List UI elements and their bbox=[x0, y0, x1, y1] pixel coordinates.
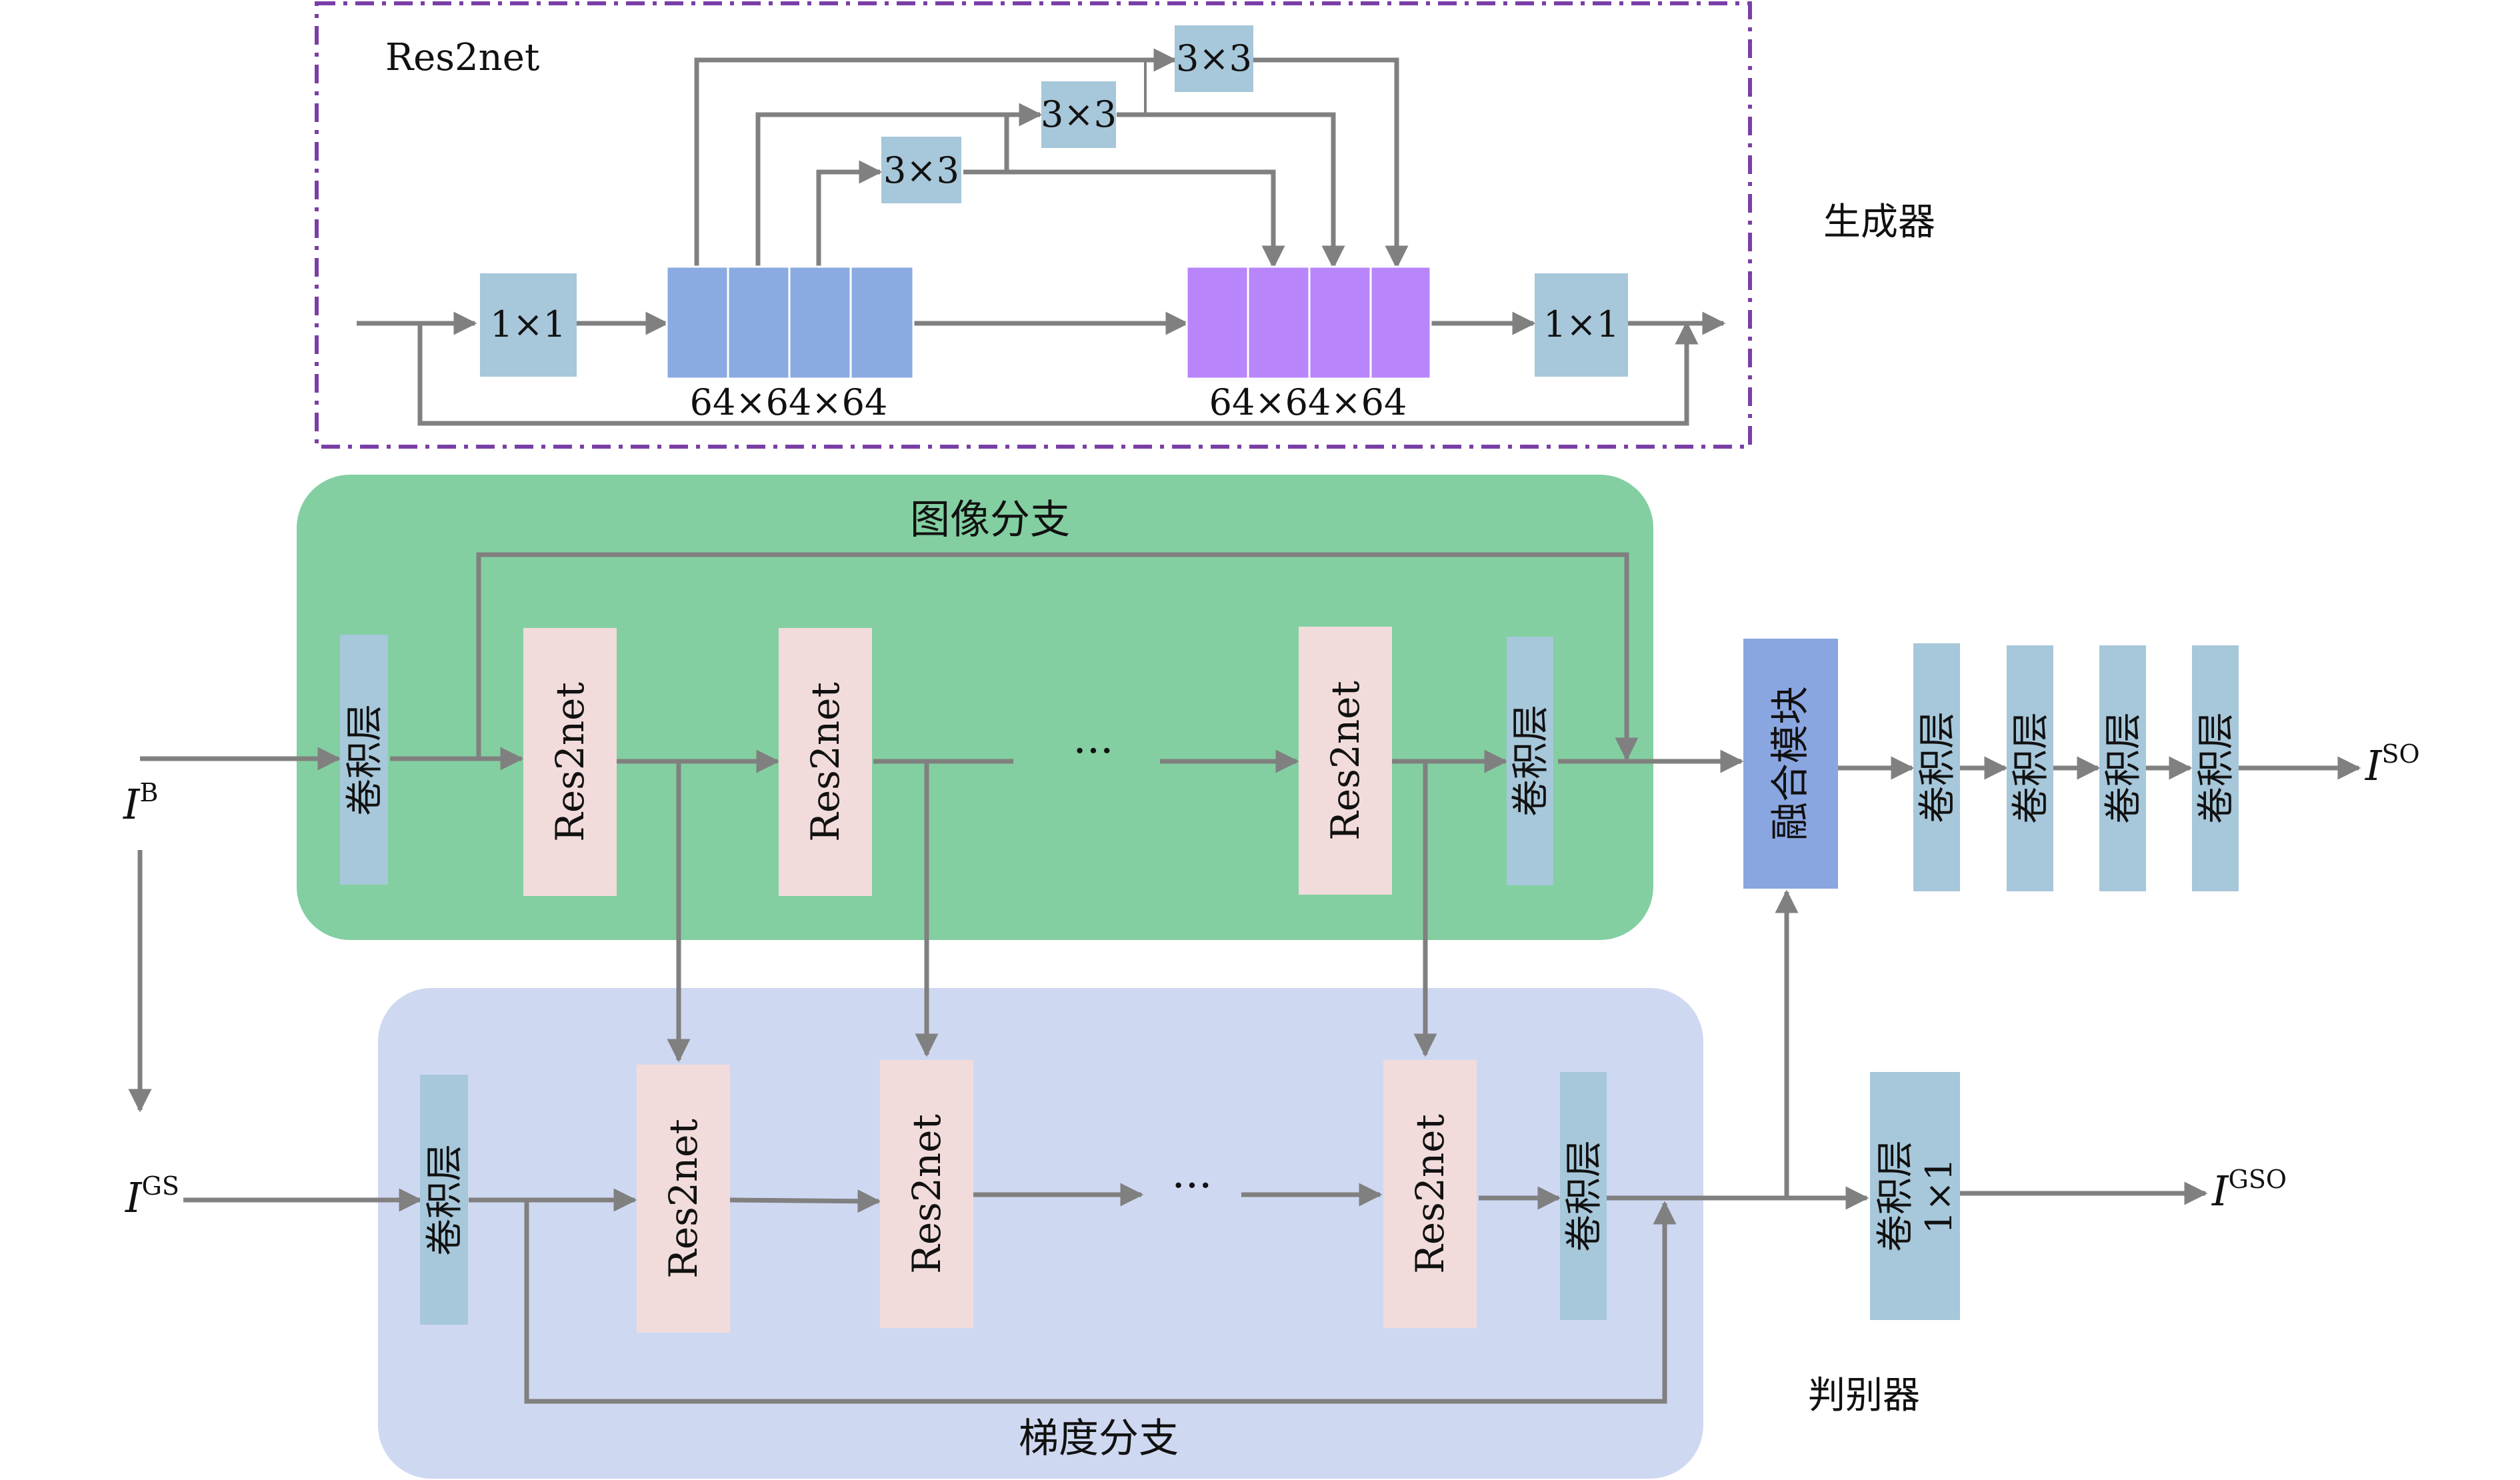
gradient-branch-ellipsis: ··· bbox=[1171, 1161, 1212, 1211]
res2net-conv-1x1-in: 1×1 bbox=[480, 273, 577, 377]
output-conv-4: 卷积层 bbox=[2192, 645, 2239, 891]
conv-1x1-out-label: 1×1 bbox=[1543, 303, 1619, 345]
res2net-conv-1x1-out: 1×1 bbox=[1535, 273, 1628, 377]
image-conv-in-label: 卷积层 bbox=[343, 704, 387, 816]
generator-label: 生成器 bbox=[1823, 201, 1935, 244]
output-conv-stack: 卷积层 卷积层 卷积层 卷积层 bbox=[1913, 643, 2239, 891]
discriminator-conv-size: 1×1 bbox=[1918, 1158, 1960, 1234]
gradient-conv-out-label: 卷积层 bbox=[1563, 1140, 1606, 1252]
conv-3x3-label-2: 3×3 bbox=[1041, 93, 1117, 135]
split-dims-label: 64×64×64 bbox=[690, 381, 888, 423]
image-conv-out-label: 卷积层 bbox=[1509, 705, 1553, 817]
res2net-conv-3x3-mid: 3×3 bbox=[1041, 81, 1117, 148]
gradient-res2net-1: Res2net bbox=[637, 1065, 730, 1333]
conv-3x3-label-3: 3×3 bbox=[1176, 37, 1252, 79]
input-gradient-label: IGS bbox=[125, 1171, 179, 1222]
image-res2net-2-label: Res2net bbox=[803, 682, 848, 842]
output-conv-2: 卷积层 bbox=[2007, 645, 2053, 891]
image-res2net-1-label: Res2net bbox=[547, 682, 593, 842]
res2net-panel-border bbox=[315, 1, 1752, 449]
merge-dims-label: 64×64×64 bbox=[1209, 381, 1407, 423]
gradient-branch-title: 梯度分支 bbox=[1019, 1415, 1179, 1462]
res2net-split-block: 64×64×64 bbox=[665, 265, 915, 423]
image-res2net-2: Res2net bbox=[779, 628, 872, 896]
gradient-res2net-1-label: Res2net bbox=[661, 1119, 706, 1279]
output-conv-3: 卷积层 bbox=[2099, 645, 2146, 891]
image-conv-out: 卷积层 bbox=[1507, 637, 1553, 885]
main-connections bbox=[128, 552, 2361, 1404]
res2net-conv-3x3-top: 3×3 bbox=[1175, 25, 1253, 92]
discriminator-conv-label: 卷积层 bbox=[1874, 1140, 1917, 1252]
output-gradient-label: IGSO bbox=[2211, 1165, 2287, 1215]
output-conv-1-label: 卷积层 bbox=[1916, 711, 1959, 823]
image-branch-ellipsis: ··· bbox=[1073, 727, 1113, 776]
gradient-branch-panel bbox=[378, 988, 1703, 1479]
image-res2net-1: Res2net bbox=[523, 628, 617, 896]
res2net-conv-3x3-small: 3×3 bbox=[881, 137, 961, 203]
conv-3x3-label-1: 3×3 bbox=[883, 149, 959, 191]
discriminator-conv-1x1: 卷积层 1×1 bbox=[1870, 1072, 1960, 1320]
input-image-label: IB bbox=[123, 778, 158, 829]
output-conv-2-label: 卷积层 bbox=[2009, 712, 2053, 824]
image-res2net-n-label: Res2net bbox=[1323, 681, 1368, 841]
image-branch-panel bbox=[297, 475, 1653, 940]
gradient-res2net-n-label: Res2net bbox=[1407, 1114, 1453, 1274]
output-image-label: ISO bbox=[2365, 739, 2420, 790]
gradient-conv-out: 卷积层 bbox=[1560, 1072, 1607, 1320]
fusion-module: 融合模块 bbox=[1743, 639, 1838, 889]
output-conv-4-label: 卷积层 bbox=[2195, 712, 2238, 824]
res2net-merge-block: 64×64×64 bbox=[1185, 265, 1432, 423]
gradient-conv-in: 卷积层 bbox=[420, 1075, 468, 1325]
gradient-res2net-2-label: Res2net bbox=[904, 1114, 949, 1274]
conv-1x1-in-label: 1×1 bbox=[490, 303, 566, 345]
res2net-panel-title: Res2net bbox=[385, 36, 540, 79]
fusion-module-label: 融合模块 bbox=[1767, 686, 1813, 841]
gradient-conv-in-label: 卷积层 bbox=[423, 1144, 467, 1256]
image-conv-in: 卷积层 bbox=[340, 635, 388, 885]
image-res2net-n: Res2net bbox=[1299, 627, 1392, 895]
res2net-detail-panel: Res2net 1×1 64×64×64 bbox=[315, 1, 1752, 449]
image-branch-title: 图像分支 bbox=[910, 497, 1070, 543]
discriminator-label: 判别器 bbox=[1808, 1374, 1920, 1417]
gradient-res2net-2: Res2net bbox=[880, 1060, 973, 1328]
output-conv-1: 卷积层 bbox=[1913, 643, 1960, 891]
res2net-panel-connections bbox=[357, 48, 1726, 426]
gradient-res2net-n: Res2net bbox=[1383, 1060, 1477, 1328]
output-conv-3-label: 卷积层 bbox=[2102, 712, 2145, 824]
